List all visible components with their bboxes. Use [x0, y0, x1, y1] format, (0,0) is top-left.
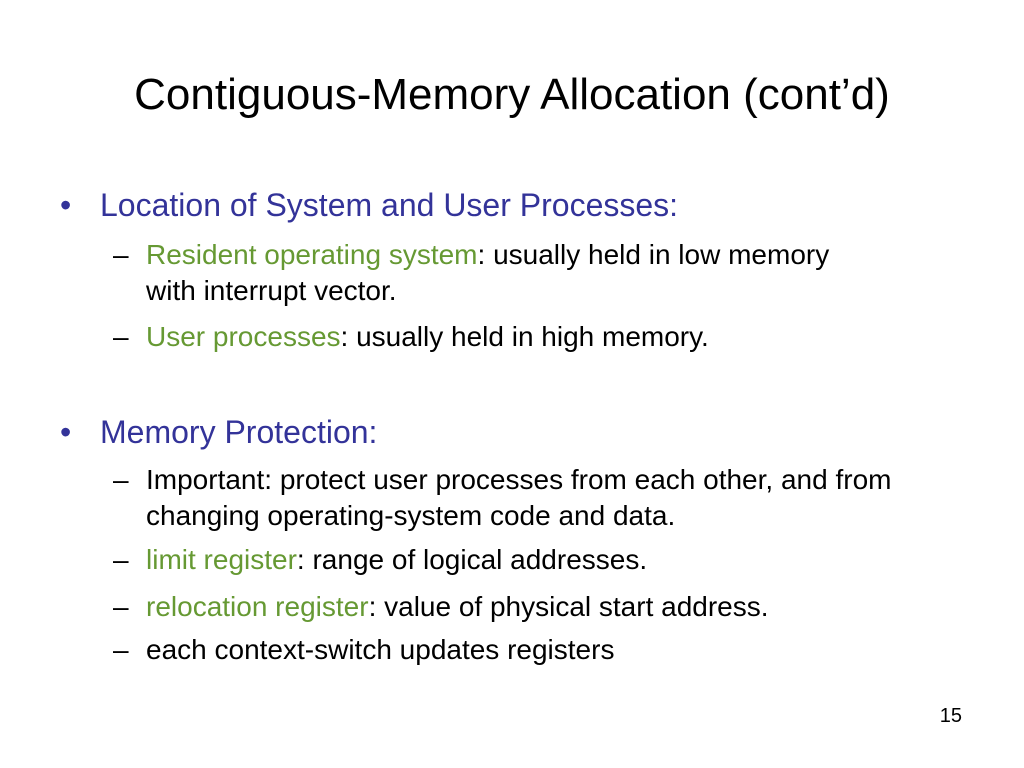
- section-heading-memory-protection: • Memory Protection:: [60, 413, 377, 451]
- slide-title: Contiguous-Memory Allocation (cont’d): [134, 70, 890, 119]
- term-user-processes: User processes: [146, 321, 341, 352]
- dash-icon: –: [113, 239, 129, 270]
- term-relocation-register: relocation register: [146, 591, 369, 622]
- item-text: : usually held in low memory with interr…: [146, 239, 830, 306]
- bullet-icon: •: [60, 187, 72, 223]
- item-text: : usually held in high memory.: [340, 321, 709, 352]
- item-text: Important: protect user processes from e…: [146, 464, 892, 531]
- item-text: each context-switch updates registers: [146, 634, 615, 665]
- item-text: : range of logical addresses.: [296, 544, 648, 575]
- section-heading-text: Location of System and User Processes:: [100, 187, 679, 223]
- dash-icon: –: [113, 321, 129, 352]
- section-heading-location: • Location of System and User Processes:: [60, 186, 678, 224]
- page-number: 15: [939, 705, 962, 727]
- item-text: : value of physical start address.: [368, 591, 769, 622]
- section-heading-text: Memory Protection:: [100, 414, 378, 450]
- dash-icon: –: [113, 634, 129, 665]
- dash-icon: –: [113, 464, 129, 495]
- term-resident-os: Resident operating system: [146, 239, 478, 270]
- dash-icon: –: [113, 544, 129, 575]
- dash-icon: –: [113, 591, 129, 622]
- bullet-icon: •: [60, 414, 72, 450]
- term-limit-register: limit register: [146, 544, 297, 575]
